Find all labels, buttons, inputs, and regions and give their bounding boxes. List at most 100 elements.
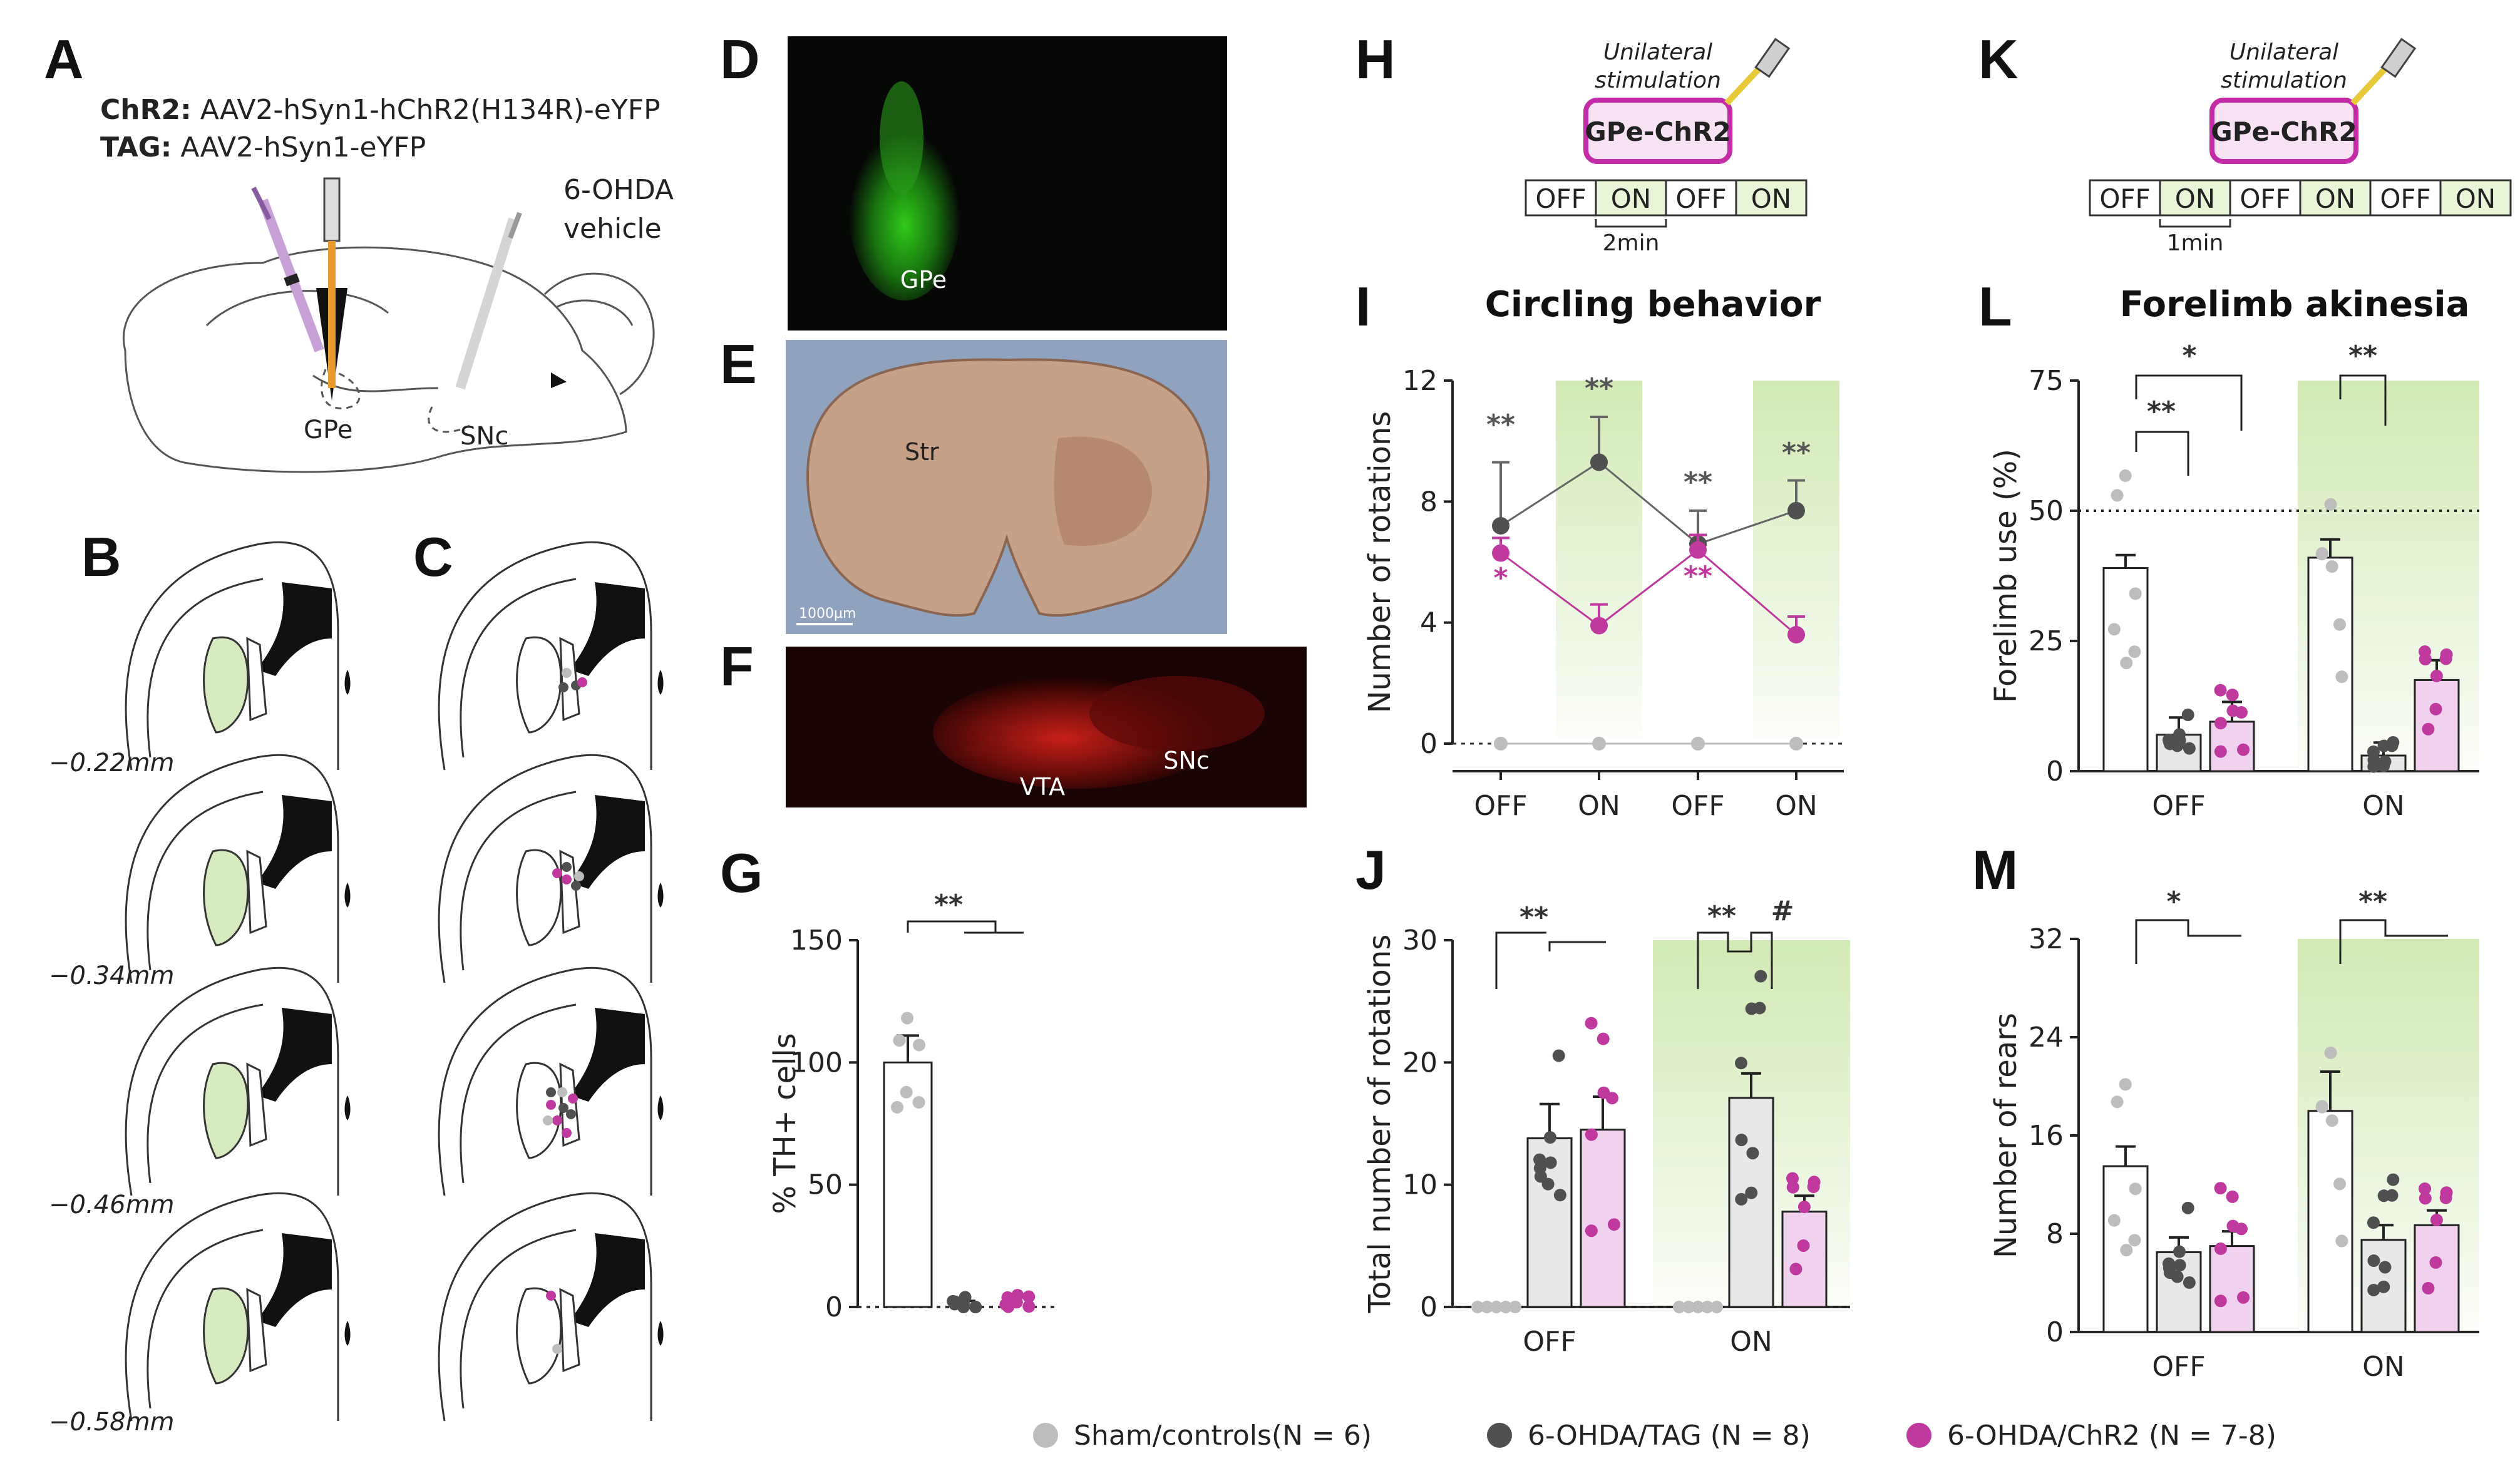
- ohda-label: 6-OHDA: [563, 174, 674, 206]
- data-point: [1471, 1301, 1484, 1313]
- significance-marker: **: [2358, 886, 2387, 918]
- protocol-cell-label: ON: [1751, 183, 1791, 214]
- micrograph-th-staining: 1000µm Str: [786, 340, 1227, 634]
- panel-label-i: I: [1355, 275, 1371, 337]
- fiber-location-dot: [562, 862, 572, 872]
- y-tick-label: 25: [2029, 625, 2064, 657]
- y-tick-label: 100: [790, 1047, 843, 1079]
- panel-label-b: B: [81, 526, 121, 588]
- data-point: [2324, 498, 2337, 511]
- y-tick-label: 10: [1402, 1169, 1437, 1201]
- panel-label-a: A: [44, 28, 84, 90]
- y-axis-label: Number of rears: [1988, 1013, 2024, 1258]
- data-point: [1797, 1239, 1810, 1252]
- significance-marker: **: [934, 889, 963, 921]
- bar: [1728, 1097, 1774, 1308]
- data-point: [2237, 1291, 2250, 1304]
- data-point: [2111, 1095, 2124, 1109]
- panel-label-f: F: [720, 635, 754, 697]
- protocol-cell-label: ON: [2456, 183, 2496, 214]
- internal-capsule: [559, 1062, 580, 1147]
- gpe-chr2-box: [1583, 98, 1732, 164]
- tag-construct: TAG: AAV2-hSyn1-eYFP: [100, 131, 426, 163]
- bar: [2307, 556, 2353, 772]
- y-tick-label: 50: [2029, 495, 2064, 527]
- data-point: [2422, 722, 2435, 735]
- significance-marker: **: [1684, 466, 1712, 498]
- data-point: [2430, 1213, 2443, 1226]
- time-scale-label: 1min: [2167, 230, 2224, 256]
- y-tick-label: 50: [808, 1169, 843, 1201]
- data-point: [2128, 645, 2141, 659]
- data-point: [1585, 1017, 1598, 1030]
- data-point: [2226, 689, 2239, 702]
- series-point: [1691, 737, 1705, 751]
- internal-capsule: [246, 637, 267, 722]
- protocol-cell-on: [1735, 179, 1808, 217]
- protocol-cell-off: [1665, 179, 1737, 217]
- data-point: [2430, 669, 2443, 682]
- data-point: [1786, 1181, 1799, 1194]
- data-point: [2367, 1254, 2380, 1268]
- series-point: [1787, 626, 1805, 643]
- third-ventricle: [344, 1095, 351, 1120]
- data-point: [2315, 1100, 2328, 1114]
- data-point: [2367, 1283, 2380, 1296]
- y-tick-label: 8: [2046, 1218, 2064, 1250]
- data-point: [2379, 755, 2392, 768]
- data-point: [969, 1301, 982, 1313]
- y-axis-label: Number of rotations: [1362, 411, 1397, 714]
- data-point: [2367, 1216, 2380, 1229]
- y-tick-label: 16: [2029, 1120, 2064, 1152]
- legend-marker: [1906, 1423, 1931, 1448]
- third-ventricle: [657, 1321, 664, 1346]
- coronal-section-c-3: [438, 966, 664, 1196]
- section-inner-line: [460, 578, 577, 758]
- fiber-location-dot: [562, 874, 572, 884]
- series-point: [1787, 501, 1805, 520]
- gpe-chr2-label: GPe-ChR2: [2211, 116, 2357, 147]
- significance-marker: **: [2147, 396, 2176, 428]
- data-point: [1543, 1131, 1556, 1144]
- fiber-location-dot: [566, 1109, 576, 1119]
- section-inner-line: [460, 791, 577, 971]
- protocol-cell-label: ON: [2315, 183, 2355, 214]
- data-point: [2163, 737, 2176, 751]
- data-point: [1734, 1057, 1747, 1070]
- time-scale-bracket: [2159, 219, 2231, 228]
- internal-capsule: [246, 1062, 267, 1147]
- gpe-label: GPe: [304, 416, 352, 444]
- data-point: [1002, 1300, 1015, 1313]
- series-point: [1789, 737, 1803, 751]
- data-point: [2214, 684, 2227, 697]
- protocol-cell-on: [2439, 179, 2512, 217]
- on-period-shading: [1753, 381, 1839, 737]
- significance-bracket: [1495, 931, 1546, 989]
- data-point: [2419, 653, 2432, 666]
- gpe-outline: [516, 849, 562, 946]
- x-tick-label: OFF: [1671, 790, 1724, 822]
- fiber-location-dot: [557, 1087, 567, 1097]
- y-tick-label: 24: [2029, 1022, 2064, 1053]
- data-point: [2129, 587, 2142, 600]
- y-axis-label: Forelimb use (%): [1988, 449, 2024, 703]
- data-point: [1022, 1290, 1036, 1303]
- time-scale-bracket: [1595, 219, 1667, 228]
- fiber-location-dot: [577, 677, 587, 687]
- fiber-location-dot: [546, 1100, 556, 1110]
- sagittal-brain-schematic: [123, 246, 655, 473]
- significance-marker: *: [2166, 886, 2181, 918]
- data-point: [1009, 1291, 1022, 1304]
- data-point: [2183, 1276, 2196, 1289]
- stimulation-caption-1: Unilateral: [1603, 39, 1712, 65]
- legend-label: Sham/controls(N = 6): [1074, 1420, 1372, 1452]
- y-tick-label: 4: [1420, 607, 1437, 639]
- fiber-location-dot: [543, 1115, 553, 1125]
- legend-label: 6-OHDA/TAG (N = 8): [1528, 1420, 1811, 1452]
- internal-capsule: [246, 1288, 267, 1373]
- data-point: [1534, 1170, 1547, 1183]
- data-point: [2315, 548, 2328, 561]
